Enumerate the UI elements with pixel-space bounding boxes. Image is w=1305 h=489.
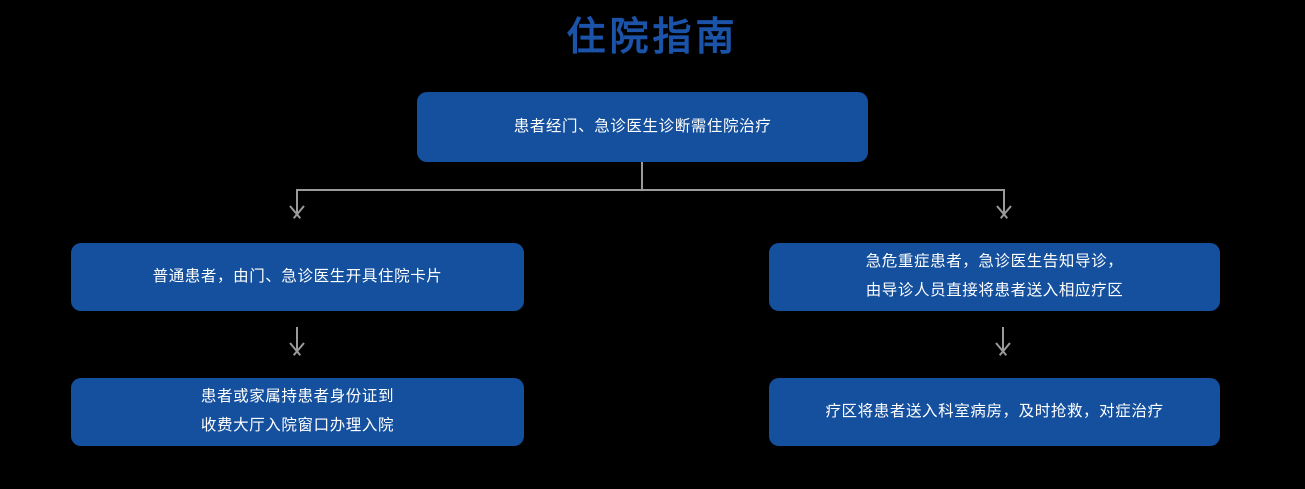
flow-node-left-1-label: 普通患者，由门、急诊医生开具住院卡片: [152, 267, 443, 285]
flow-node-left-2[interactable]: 患者或家属持患者身份证到 收费大厅入院窗口办理入院: [71, 378, 524, 446]
flow-node-left-2-label: 患者或家属持患者身份证到 收费大厅入院窗口办理入院: [200, 388, 395, 434]
arrow-down-icon-right-mid: [992, 343, 1014, 357]
connector-root-stem: [641, 162, 643, 191]
flow-node-right-2[interactable]: 疗区将患者送入科室病房，及时抢救，对症治疗: [769, 378, 1220, 446]
flow-node-right-1-label: 急危重症患者，急诊医生告知导诊， 由导诊人员直接将患者送入相应疗区: [865, 253, 1124, 299]
flow-node-root[interactable]: 患者经门、急诊医生诊断需住院治疗: [417, 92, 868, 162]
arrow-down-icon-left-top: [286, 206, 308, 220]
connector-left-drop: [296, 189, 298, 214]
flow-node-left-1[interactable]: 普通患者，由门、急诊医生开具住院卡片: [71, 243, 524, 311]
page-title: 住院指南: [566, 16, 739, 59]
connector-right-mid: [1002, 327, 1004, 351]
flow-node-right-2-label: 疗区将患者送入科室病房，及时抢救，对症治疗: [825, 402, 1164, 420]
arrow-down-icon-left-mid: [286, 343, 308, 357]
flow-node-root-label: 患者经门、急诊医生诊断需住院治疗: [513, 117, 772, 135]
connector-right-drop: [1003, 189, 1005, 214]
connector-split-bar: [296, 189, 1005, 191]
connector-left-mid: [296, 327, 298, 351]
arrow-down-icon-right-top: [993, 206, 1015, 220]
flow-node-right-1[interactable]: 急危重症患者，急诊医生告知导诊， 由导诊人员直接将患者送入相应疗区: [769, 243, 1220, 311]
